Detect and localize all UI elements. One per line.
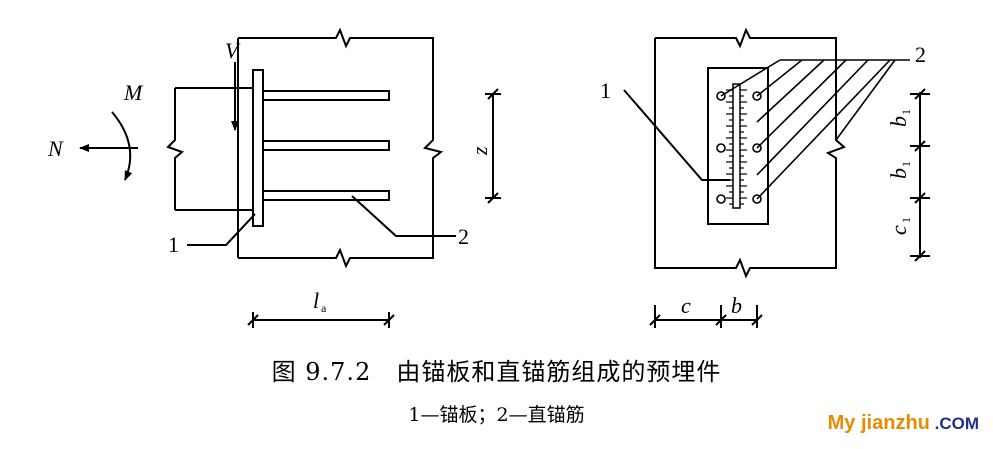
right-view (623, 27, 930, 328)
bar-ref-label-left: 2 (458, 224, 469, 249)
anchor-length-subscript: a (321, 301, 327, 315)
normal-force-label: N (47, 136, 64, 161)
plate-leader-left (187, 213, 256, 246)
watermark-com: .COM (929, 414, 979, 433)
svg-text:1: 1 (899, 161, 913, 167)
anchor-bar-bottom (262, 190, 390, 201)
plate-ref-label-right: 1 (600, 78, 611, 103)
figure-caption: 图 9.7.2 由锚板和直锚筋组成的预埋件 (271, 358, 722, 386)
scale-ticks (726, 89, 747, 205)
site-watermark: My jianzhu .COM (828, 412, 979, 435)
concrete-outline-left (166, 27, 444, 269)
left-view (79, 27, 501, 328)
spacing-b1-lower-label: b 1 (886, 161, 913, 179)
edge-c-label: c (681, 293, 691, 318)
anchor-length-label: l (313, 288, 319, 313)
watermark-site: jianzhu (855, 412, 930, 434)
spacing-b1-upper-label: b 1 (886, 109, 913, 127)
plate-ref-label-left: 1 (168, 232, 179, 257)
figure-legend: 1—锚板；2—直锚筋 (408, 404, 585, 426)
anchor-bars-left (262, 90, 390, 201)
svg-text:b: b (886, 168, 911, 179)
bar-ref-label-right: 2 (915, 42, 926, 67)
moment-arc (111, 111, 133, 181)
edge-c1-label: c 1 (886, 217, 913, 235)
svg-text:c: c (886, 225, 911, 235)
concrete-outline-right (654, 27, 846, 279)
svg-text:1: 1 (899, 217, 913, 223)
plate-centerline-scale (732, 83, 741, 209)
spacing-dimension-chain (910, 88, 930, 262)
anchor-holes (716, 91, 762, 204)
anchor-plate (252, 69, 264, 227)
shear-label: V (225, 38, 241, 63)
bar-leader-left (351, 195, 456, 237)
watermark-my: My (827, 412, 856, 434)
svg-text:b: b (886, 116, 911, 127)
anchor-bar-middle (262, 140, 390, 151)
svg-text:1: 1 (899, 109, 913, 115)
plate-leader-right (623, 89, 730, 181)
moment-label: M (123, 80, 144, 105)
anchor-length-dimension (247, 312, 395, 328)
lever-arm-label: z (467, 146, 492, 156)
anchor-bar-top (262, 90, 390, 101)
spacing-b-label: b (731, 293, 742, 318)
lever-arm-dimension (485, 88, 501, 204)
bottom-dimension-chain (649, 305, 763, 328)
